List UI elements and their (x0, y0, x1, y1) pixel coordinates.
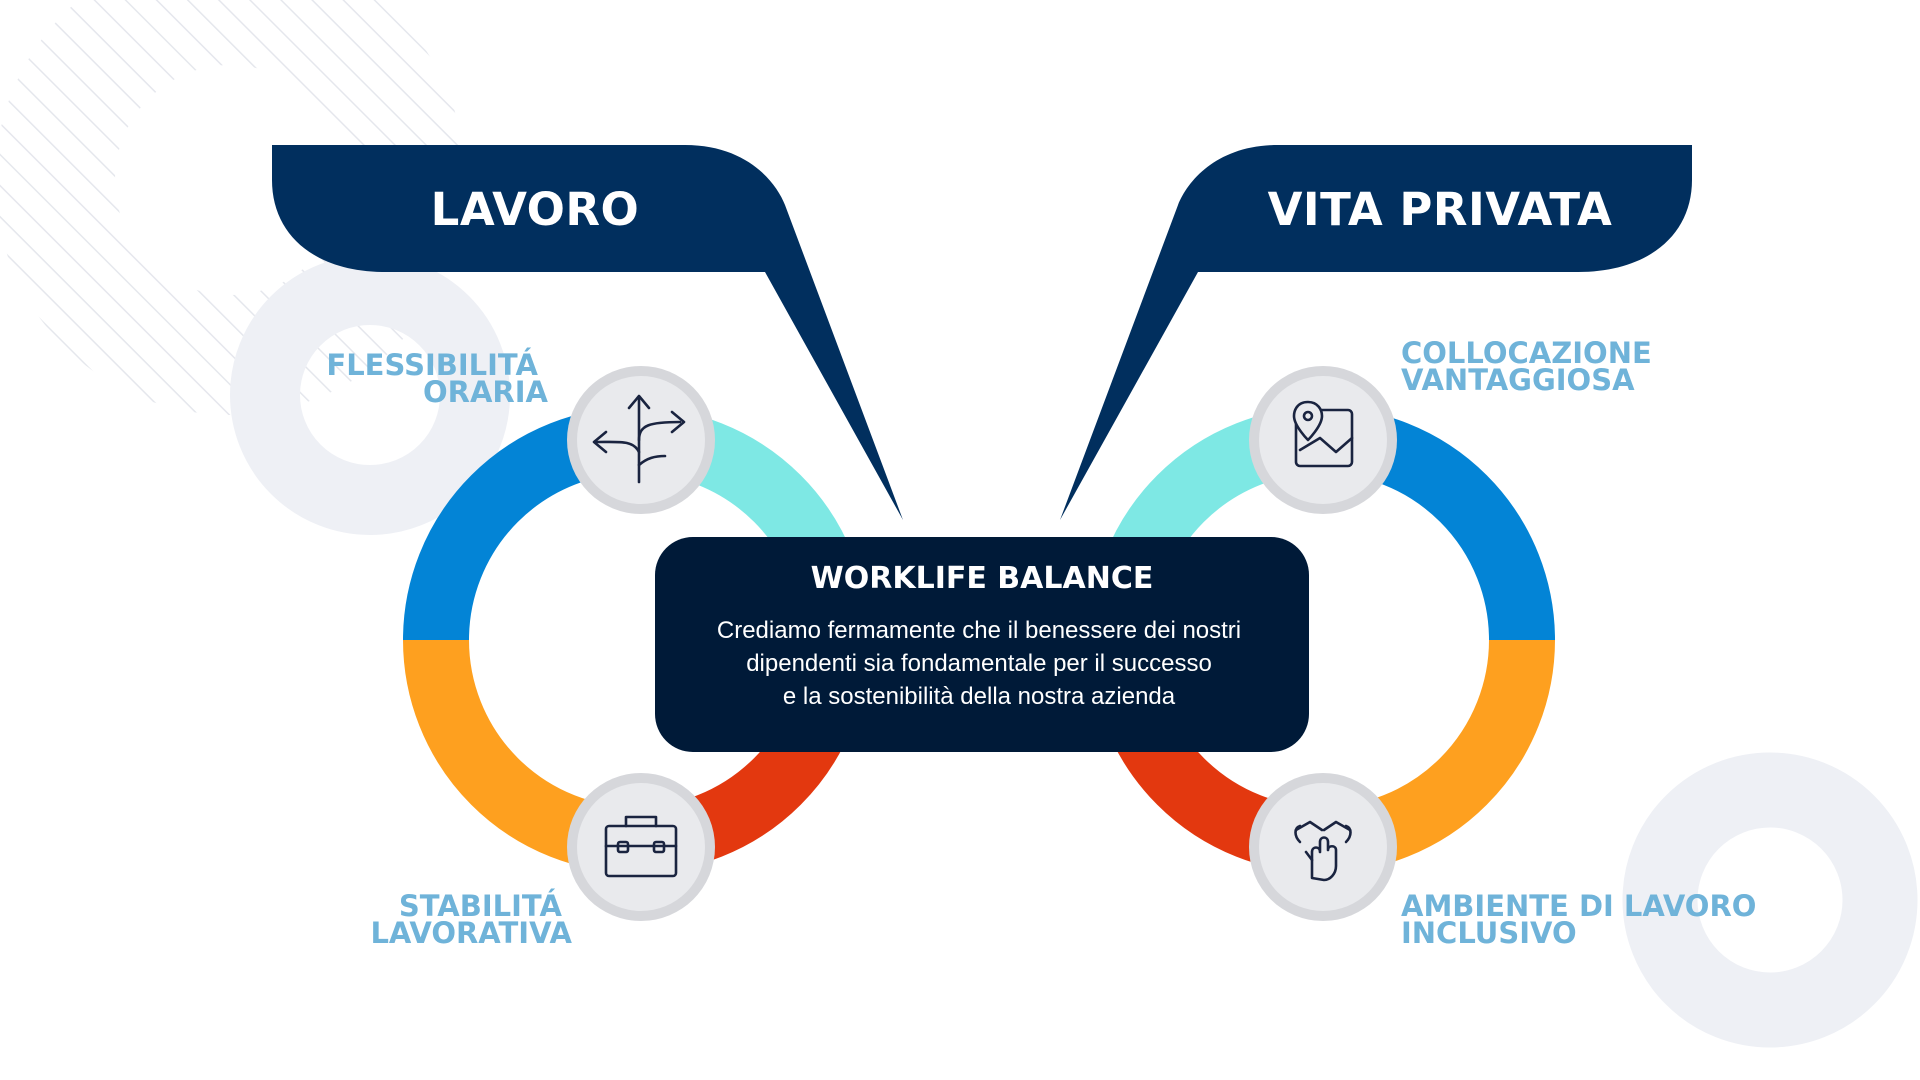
direction-arrows-icon (592, 394, 686, 484)
label-stability-line-1: STABILITÁ (399, 889, 563, 923)
label-location: COLLOCAZIONE VANTAGGIOSA (1401, 336, 1662, 397)
icon-node-inclusive (1249, 773, 1397, 921)
label-stability-line-2: LAVORATIVA (370, 916, 572, 950)
icon-node-stability (567, 773, 715, 921)
label-location-line-2: VANTAGGIOSA (1401, 363, 1635, 397)
heading-bubble-right (1060, 145, 1692, 520)
icon-node-flex (567, 366, 715, 514)
briefcase-icon (604, 815, 678, 878)
heading-life: VITA PRIVATA (1268, 183, 1613, 236)
label-flex-line-2: ORARIA (423, 375, 549, 409)
hands-together-icon (1294, 820, 1352, 882)
label-flex: FLESSIBILITÁ ORARIA (326, 348, 548, 409)
center-line-1: Crediamo fermamente che il benessere dei… (717, 617, 1241, 644)
center-title: WORKLIFE BALANCE (811, 561, 1154, 596)
center-box: WORKLIFE BALANCE Crediamo fermamente che… (655, 537, 1309, 752)
map-pin-icon (1292, 400, 1354, 468)
label-flex-line-1: FLESSIBILITÁ (326, 348, 538, 382)
label-stability: STABILITÁ LAVORATIVA (370, 889, 572, 950)
heading-work: LAVORO (431, 183, 640, 236)
label-location-line-1: COLLOCAZIONE (1401, 336, 1652, 370)
center-line-3: e la sostenibilità della nostra azienda (783, 683, 1176, 710)
label-inclusive-line-1: AMBIENTE DI LAVORO (1401, 889, 1756, 923)
center-line-2: dipendenti sia fondamentale per il succe… (746, 650, 1212, 677)
label-inclusive: AMBIENTE DI LAVORO INCLUSIVO (1401, 889, 1767, 950)
label-inclusive-line-2: INCLUSIVO (1401, 916, 1577, 950)
icon-node-location (1249, 366, 1397, 514)
heading-bubble-left (272, 145, 903, 520)
